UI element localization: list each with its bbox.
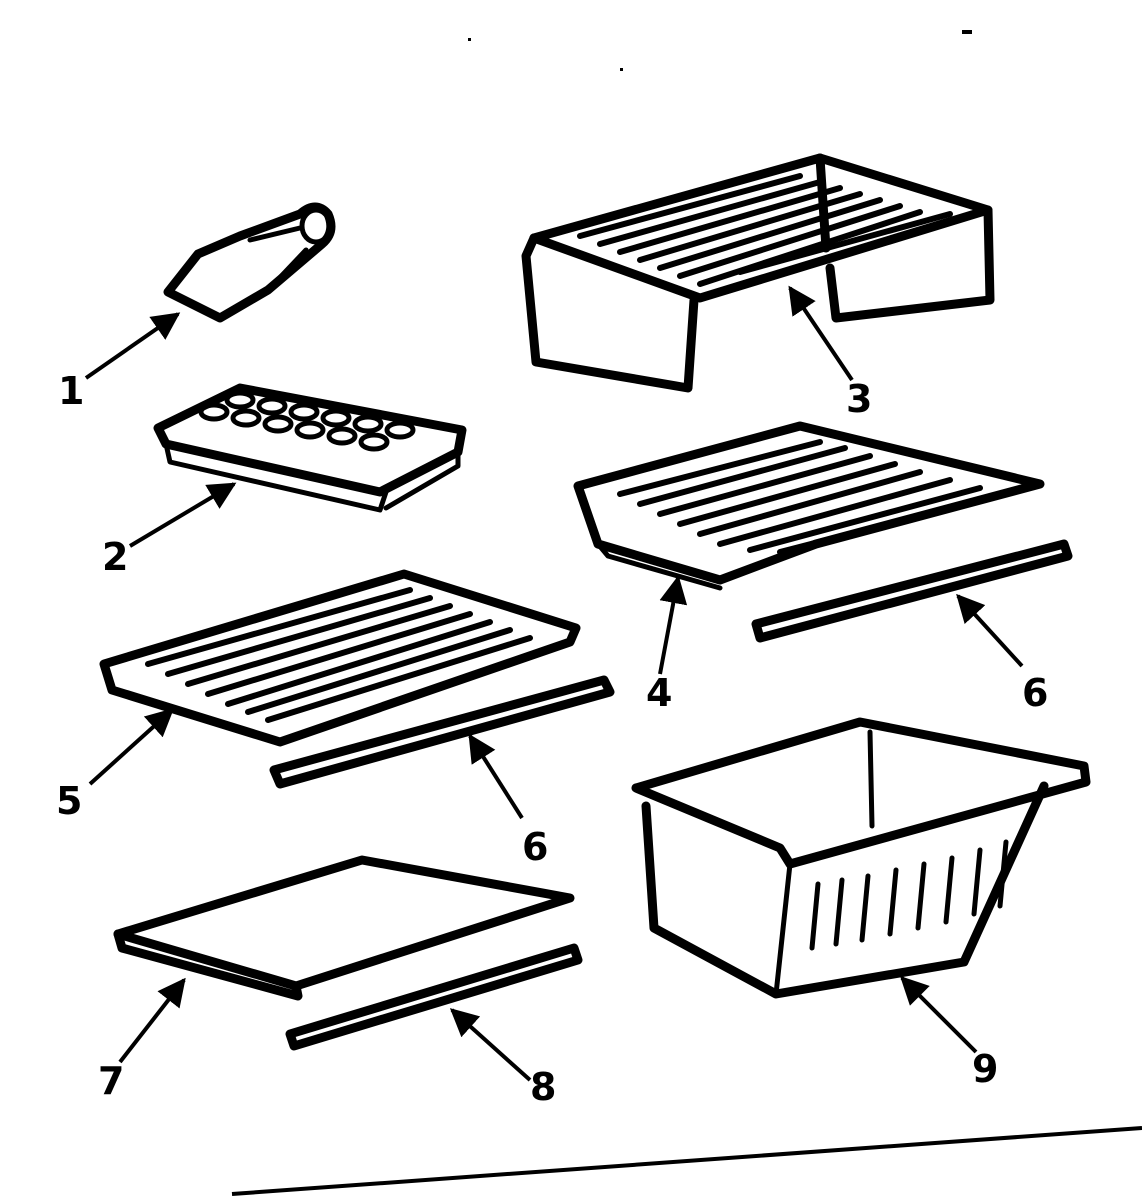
part-4-wire-shelf <box>573 421 1045 591</box>
leader-7 <box>118 977 186 1064</box>
part-1-ice-scoop <box>163 202 336 323</box>
leader-6-right <box>956 593 1024 668</box>
callout-7: 7 <box>98 1059 124 1103</box>
scan-specks <box>468 30 972 71</box>
callout-8: 8 <box>530 1065 556 1109</box>
callout-4: 4 <box>646 671 672 715</box>
bottom-border-line <box>231 1126 1142 1196</box>
callout-9: 9 <box>972 1047 998 1091</box>
part-6-rail-right <box>751 539 1073 643</box>
callout-labels: 1 2 3 4 5 6 6 7 8 9 <box>56 369 1048 1109</box>
part-5-wire-shelf <box>99 569 581 747</box>
callout-5: 5 <box>56 779 82 823</box>
part-8-rail <box>285 943 583 1051</box>
leader-9 <box>900 976 978 1054</box>
part-7-glass-shelf <box>113 855 575 1001</box>
part-6-rail-middle <box>269 675 615 789</box>
leader-8 <box>449 1008 532 1082</box>
leader-lines <box>84 285 1024 1082</box>
leader-3 <box>788 285 854 382</box>
leader-2 <box>128 482 237 548</box>
part-3-raised-shelf <box>521 153 995 393</box>
callout-2: 2 <box>102 535 128 579</box>
leader-1 <box>84 312 181 380</box>
leader-6-middle <box>468 733 524 820</box>
leader-4 <box>658 575 688 675</box>
callout-3: 3 <box>846 377 872 421</box>
part-2-ice-tray <box>153 383 467 513</box>
callout-6-right: 6 <box>1022 671 1048 715</box>
callout-1: 1 <box>58 369 84 413</box>
part-9-crisper-drawer <box>631 717 1091 999</box>
leader-5 <box>88 708 175 786</box>
callout-6-middle: 6 <box>522 825 548 869</box>
